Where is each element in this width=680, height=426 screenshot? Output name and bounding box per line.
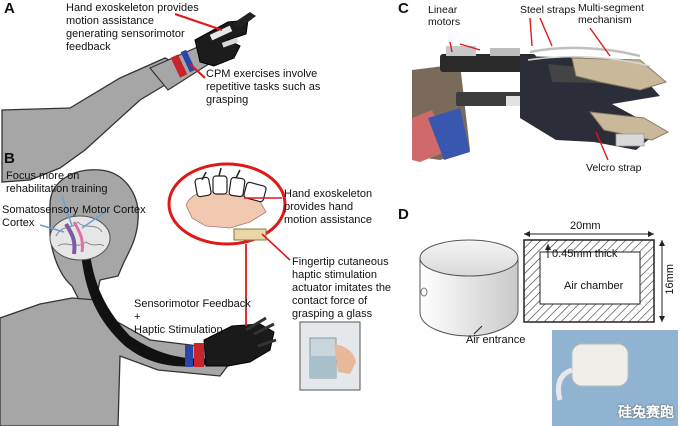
panel-d-height-label: 16mm bbox=[664, 264, 676, 295]
panel-d-letter: D bbox=[398, 206, 409, 223]
panel-d-thick-label: 0.45mm thick bbox=[552, 248, 618, 260]
panel-b-somato-label: Somatosensory Cortex bbox=[2, 204, 79, 229]
panel-d-chamber-label: Air chamber bbox=[564, 280, 624, 292]
panel-d-cross-section bbox=[523, 231, 665, 323]
panel-b-silhouette bbox=[0, 169, 277, 426]
panel-c-steel-label: Steel straps bbox=[520, 4, 576, 16]
panel-b-motor-label: Motor Cortex bbox=[82, 204, 146, 216]
panel-c-letter: C bbox=[398, 0, 409, 17]
focus-pointer bbox=[61, 195, 73, 227]
linear-pointer-1 bbox=[449, 41, 453, 53]
panel-c-linear-label: Linear motors bbox=[428, 4, 461, 28]
fingertip-pointer bbox=[261, 233, 291, 261]
steel-pointer-2 bbox=[539, 17, 553, 47]
motor-pointer bbox=[81, 209, 109, 229]
panel-c-velcro-label: Velcro strap bbox=[586, 162, 642, 174]
panel-b-feedback-label: Sensorimotor Feedback + Haptic Stimulati… bbox=[134, 298, 251, 336]
linear-pointer-2 bbox=[459, 43, 481, 51]
panel-b-closeup bbox=[167, 162, 287, 246]
somato-pointer bbox=[39, 224, 65, 233]
panel-a-letter: A bbox=[4, 0, 15, 17]
panel-b-exo-label: Hand exoskeleton provides hand motion as… bbox=[284, 188, 373, 226]
panel-b-letter: B bbox=[4, 150, 15, 167]
velcro-pointer bbox=[595, 131, 609, 161]
panel-a-arm bbox=[1, 12, 256, 183]
panel-a-exo-pointer bbox=[174, 12, 223, 32]
panel-a-cpm-label: CPM exercises involve repetitive tasks s… bbox=[206, 68, 321, 106]
panel-d-oval-actuator bbox=[419, 239, 519, 337]
panel-d-entrance-label: Air entrance bbox=[466, 334, 526, 346]
panel-b-focus-label: Focus more on rehabilitation training bbox=[6, 170, 108, 195]
glass-photo bbox=[299, 321, 361, 391]
panel-c-multi-label: Multi-segment mechanism bbox=[578, 2, 644, 26]
panel-d-width-label: 20mm bbox=[570, 220, 601, 232]
panel-d-photo bbox=[552, 330, 678, 426]
panel-a-exo-label: Hand exoskeleton provides motion assista… bbox=[66, 2, 199, 53]
multi-pointer bbox=[589, 27, 611, 57]
panel-a-cpm-pointer bbox=[189, 63, 206, 79]
steel-pointer-1 bbox=[529, 17, 533, 47]
watermark: 硅兔赛跑 bbox=[618, 405, 674, 421]
panel-b-fingertip-label: Fingertip cutaneous haptic stimulation a… bbox=[292, 256, 392, 320]
entrance-pointer bbox=[473, 325, 483, 335]
